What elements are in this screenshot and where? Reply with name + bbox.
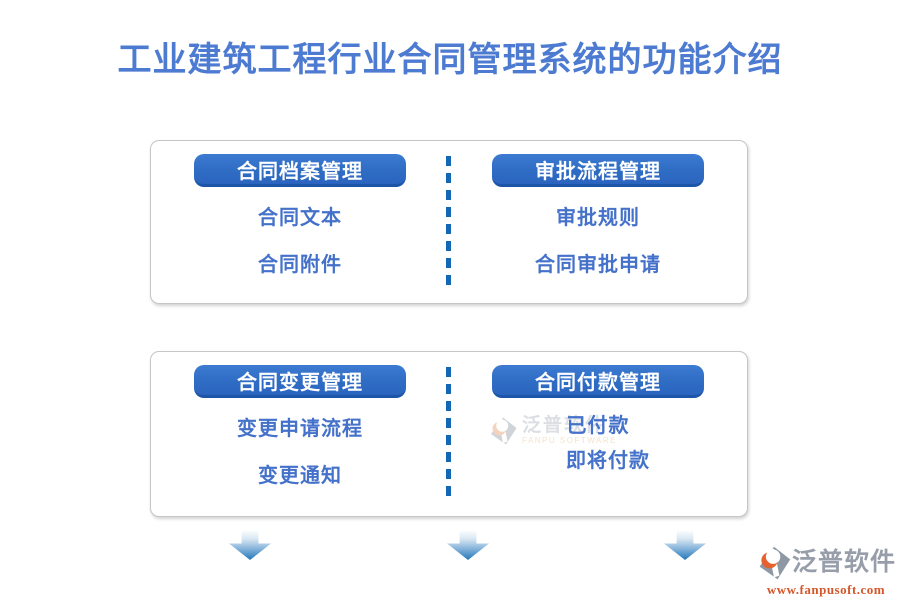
column-contract-payment: 合同付款管理 已付款 即将付款 [449, 352, 747, 516]
feature-item-paid: 已付款 [566, 415, 630, 437]
approval-flow-button[interactable]: 审批流程管理 [492, 154, 704, 187]
footer-url-link[interactable]: www.fanpusoft.com [766, 582, 886, 597]
contract-payment-button[interactable]: 合同付款管理 [492, 365, 704, 398]
page-title: 工业建筑工程行业合同管理系统的功能介绍 [117, 42, 783, 79]
watermark-subtext: FANPU SOFTWARE [522, 436, 617, 445]
down-arrow-icon [229, 530, 271, 560]
footer-brand-text: 泛普软件 [792, 549, 897, 576]
contract-archive-button[interactable]: 合同档案管理 [194, 154, 406, 187]
feature-item-upcoming-payment: 即将付款 [566, 450, 650, 472]
fanpu-footer-logo: 泛普软件 www.fanpusoft.com [756, 545, 896, 598]
feature-item-change-request-flow: 变更申请流程 [237, 418, 363, 440]
dashed-divider [446, 367, 451, 502]
watermark-brand-text: 泛普软件 [522, 415, 607, 436]
column-contract-archive: 合同档案管理 合同文本 合同附件 [151, 141, 449, 303]
feature-item-contract-attachment: 合同附件 [258, 254, 342, 276]
column-contract-change: 合同变更管理 变更申请流程 变更通知 [151, 352, 449, 516]
feature-item-contract-text: 合同文本 [258, 207, 342, 229]
feature-item-approval-request: 合同审批申请 [535, 254, 661, 276]
fanpu-logo-icon [756, 545, 792, 581]
dashed-divider [446, 156, 451, 289]
feature-item-change-notice: 变更通知 [258, 465, 342, 487]
feature-item-approval-rules: 审批规则 [556, 207, 640, 229]
column-approval-flow: 审批流程管理 审批规则 合同审批申请 [449, 141, 747, 303]
down-arrow-icon [664, 530, 706, 560]
feature-panel-change-payment: 泛普软件 FANPU SOFTWARE 合同变更管理 变更申请流程 变更通知 合… [150, 351, 748, 517]
contract-change-button[interactable]: 合同变更管理 [194, 365, 406, 398]
down-arrow-icon [447, 530, 489, 560]
fanpu-logo-icon [488, 416, 518, 446]
fanpu-watermark: 泛普软件 FANPU SOFTWARE [488, 416, 617, 446]
feature-panel-archive-approval: 合同档案管理 合同文本 合同附件 审批流程管理 审批规则 合同审批申请 [150, 140, 748, 304]
